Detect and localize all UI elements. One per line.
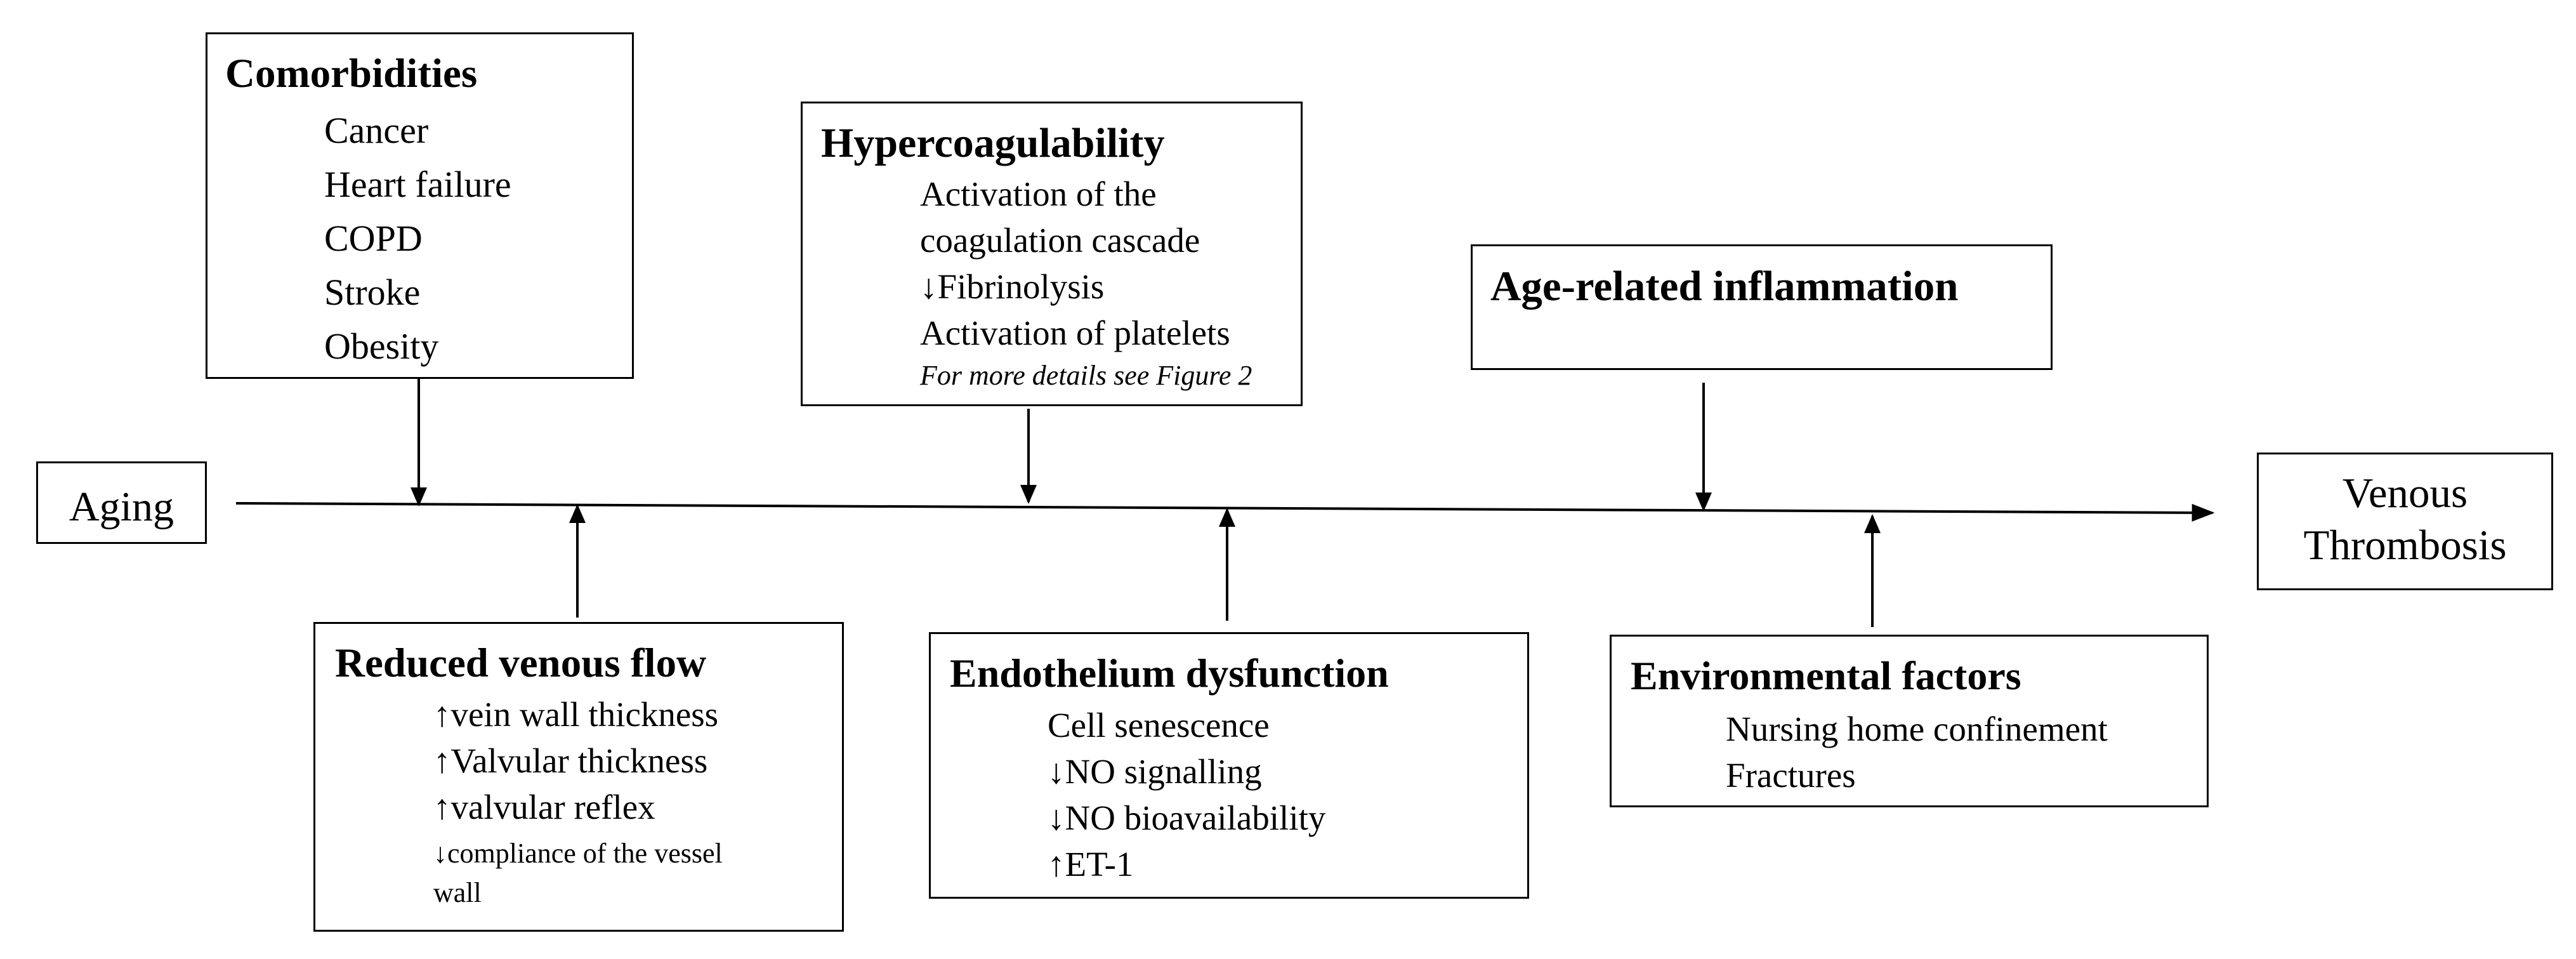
reduced-venous-flow-item: ↑vein wall thickness <box>433 695 719 734</box>
endothelium-dysfunction-item: ↑ET-1 <box>1048 845 1134 883</box>
endothelium-dysfunction-item: ↓NO signalling <box>1048 752 1262 791</box>
hypercoagulability-box: Hypercoagulability Activation of the coa… <box>801 102 1303 406</box>
age-related-inflammation-box: Age-related inflammation <box>1471 244 2053 370</box>
hypercoagulability-item: ↓Fibrinolysis <box>920 267 1105 306</box>
hypercoagulability-item: Activation of platelets <box>920 314 1230 352</box>
venous-thrombosis-label-line1: Venous <box>2342 470 2468 517</box>
environmental-factors-list: Nursing home confinement Fractures <box>1726 706 2108 798</box>
comorbidity-item: COPD <box>324 218 423 259</box>
hypercoagulability-item: coagulation cascade <box>920 221 1200 260</box>
hypercoagulability-list: Activation of the coagulation cascade ↓F… <box>920 171 1230 356</box>
age-related-inflammation-title: Age-related inflammation <box>1490 263 1959 310</box>
hypercoagulability-note: For more details see Figure 2 <box>920 360 1252 391</box>
comorbidity-item: Heart failure <box>324 164 511 205</box>
reduced-venous-flow-item: ↓compliance of the vessel <box>433 838 723 869</box>
reduced-venous-flow-small-list: ↓compliance of the vessel wall <box>433 834 723 913</box>
comorbidity-item: Obesity <box>324 326 439 367</box>
environmental-factors-item: Nursing home confinement <box>1726 710 2108 748</box>
endothelium-dysfunction-item: ↓NO bioavailability <box>1048 798 1326 837</box>
aging-label: Aging <box>69 484 174 530</box>
reduced-venous-flow-box: Reduced venous flow ↑vein wall thickness… <box>313 622 844 932</box>
endothelium-dysfunction-item: Cell senescence <box>1048 706 1270 744</box>
reduced-venous-flow-item: wall <box>433 877 482 908</box>
reduced-venous-flow-item: ↑valvular reflex <box>433 788 655 826</box>
reduced-venous-flow-title: Reduced venous flow <box>335 640 707 686</box>
comorbidities-title: Comorbidities <box>225 51 478 96</box>
environmental-factors-item: Fractures <box>1726 756 1856 795</box>
endothelium-dysfunction-list: Cell senescence ↓NO signalling ↓NO bioav… <box>1048 702 1325 887</box>
venous-thrombosis-box: Venous Thrombosis <box>2257 453 2553 590</box>
aging-box: Aging <box>36 461 207 544</box>
environmental-factors-title: Environmental factors <box>1631 653 2021 698</box>
endothelium-dysfunction-box: Endothelium dysfunction Cell senescence … <box>929 632 1529 899</box>
endothelium-dysfunction-title: Endothelium dysfunction <box>950 651 1389 696</box>
venous-thrombosis-label-line2: Thrombosis <box>2303 522 2507 569</box>
hypercoagulability-item: Activation of the <box>920 175 1157 213</box>
hypercoagulability-title: Hypercoagulability <box>821 120 1165 166</box>
reduced-venous-flow-list: ↑vein wall thickness ↑Valvular thickness… <box>433 691 718 830</box>
comorbidities-box: Comorbidities Cancer Heart failure COPD … <box>206 32 634 379</box>
comorbidity-item: Stroke <box>324 272 421 313</box>
comorbidity-item: Cancer <box>324 110 429 151</box>
main-timeline-arrow <box>235 502 2215 522</box>
comorbidities-list: Cancer Heart failure COPD Stroke Obesity <box>324 103 511 373</box>
environmental-factors-box: Environmental factors Nursing home confi… <box>1610 635 2209 807</box>
reduced-venous-flow-item: ↑Valvular thickness <box>433 741 708 780</box>
